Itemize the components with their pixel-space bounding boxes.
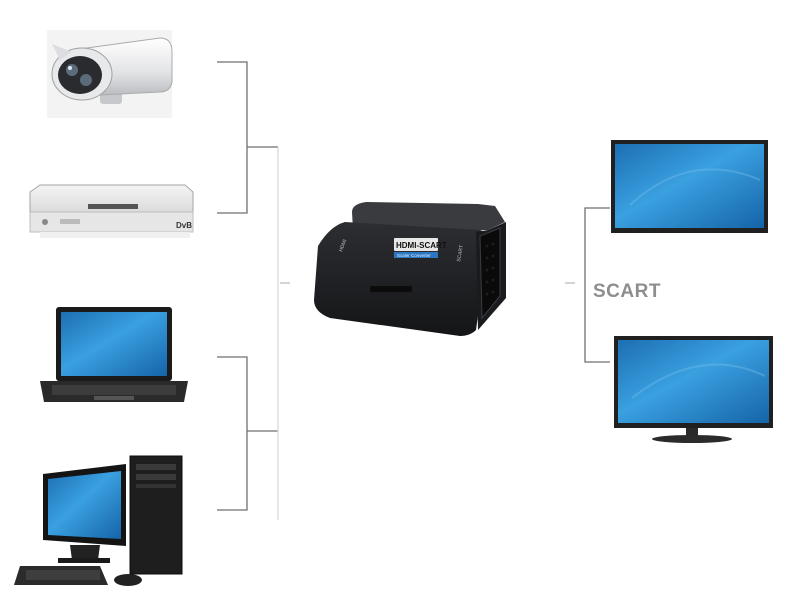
converter-port-right: SCART [456, 245, 465, 263]
set-top-box-icon: DvB [29, 184, 194, 238]
converter-name: HDMI-SCART [396, 241, 447, 250]
converter-port-left: HDMI [338, 239, 348, 253]
connector-lines [217, 61, 610, 520]
desktop-pc-icon [14, 455, 183, 586]
monitor-icon [611, 140, 768, 233]
tv-icon [614, 336, 773, 443]
security-camera-icon [47, 30, 173, 118]
scart-output-label: SCART [593, 281, 661, 302]
left-lower-bracket [217, 356, 278, 511]
converter-box-icon: HDMI-SCART Scaler Converter HDMI SCART [314, 202, 506, 336]
dvb-logo: DvB [176, 221, 192, 230]
converter-subtitle: Scaler Converter [397, 253, 431, 258]
right-bracket [584, 207, 610, 363]
laptop-icon [40, 307, 188, 402]
left-upper-bracket [217, 61, 278, 214]
